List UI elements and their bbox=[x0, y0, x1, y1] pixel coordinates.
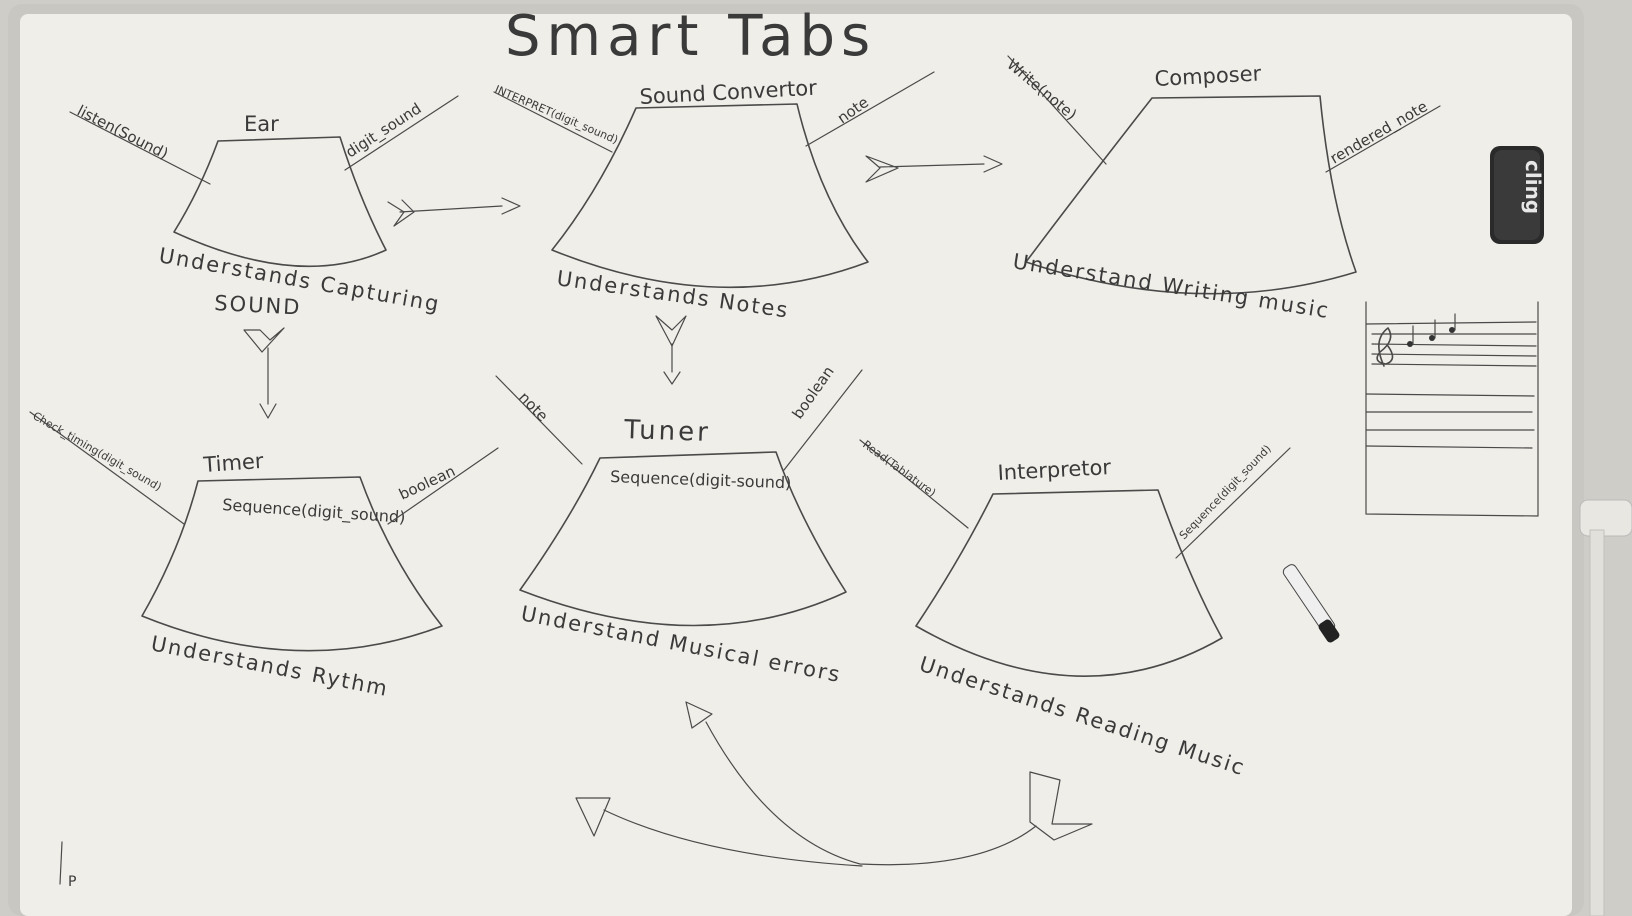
tuner-shape bbox=[519, 451, 847, 627]
board-title: Smart Tabs bbox=[505, 4, 876, 69]
tuner-output-arrow bbox=[783, 369, 863, 471]
eraser: cling bbox=[1490, 146, 1545, 244]
flow-arrow-converter-to-composer bbox=[865, 155, 1003, 183]
board-surface bbox=[20, 14, 1572, 916]
ear-name: Ear bbox=[244, 112, 279, 136]
board-stand bbox=[1589, 529, 1605, 916]
tuner-input-arrow bbox=[495, 375, 583, 465]
sound-converter-output-arrow bbox=[805, 71, 935, 147]
interpreter-name: Interpretor bbox=[997, 455, 1112, 485]
eraser-brand: cling bbox=[1521, 160, 1545, 214]
interpreter-output-arrow bbox=[1175, 447, 1291, 559]
music-staff-sketch bbox=[1365, 301, 1539, 517]
sound-converter-input-arrow bbox=[493, 91, 613, 153]
timer-input-arrow bbox=[29, 411, 185, 525]
flow-arrow-ear-to-timer bbox=[243, 327, 285, 419]
ear-input-arrow bbox=[69, 111, 211, 185]
interpreter-shape bbox=[915, 489, 1223, 677]
composer-shape bbox=[1025, 95, 1357, 295]
board-clamp bbox=[1579, 499, 1632, 537]
timer-output-arrow bbox=[387, 447, 499, 525]
composer-output-arrow bbox=[1325, 105, 1441, 173]
composer-input-arrow bbox=[1007, 55, 1107, 165]
flow-arrow-ear-to-converter bbox=[387, 197, 521, 227]
corner-mark: P bbox=[68, 874, 76, 890]
flow-arrow-converter-to-tuner bbox=[655, 315, 687, 385]
flow-arrow-cycle bbox=[575, 701, 1093, 867]
timer-name: Timer bbox=[202, 449, 265, 477]
edge-mark bbox=[59, 841, 63, 885]
ear-shape bbox=[173, 136, 387, 268]
tuner-name: Tuner bbox=[623, 415, 712, 448]
composer-name: Composer bbox=[1154, 61, 1262, 91]
marker bbox=[1282, 564, 1340, 643]
treble-clef-icon bbox=[1376, 327, 1394, 367]
ear-caption-2: SOUND bbox=[214, 291, 302, 320]
interpreter-input-arrow bbox=[859, 439, 969, 529]
ear-output-arrow bbox=[344, 95, 459, 171]
sound-converter-shape bbox=[551, 103, 869, 289]
timer-shape bbox=[141, 476, 443, 652]
